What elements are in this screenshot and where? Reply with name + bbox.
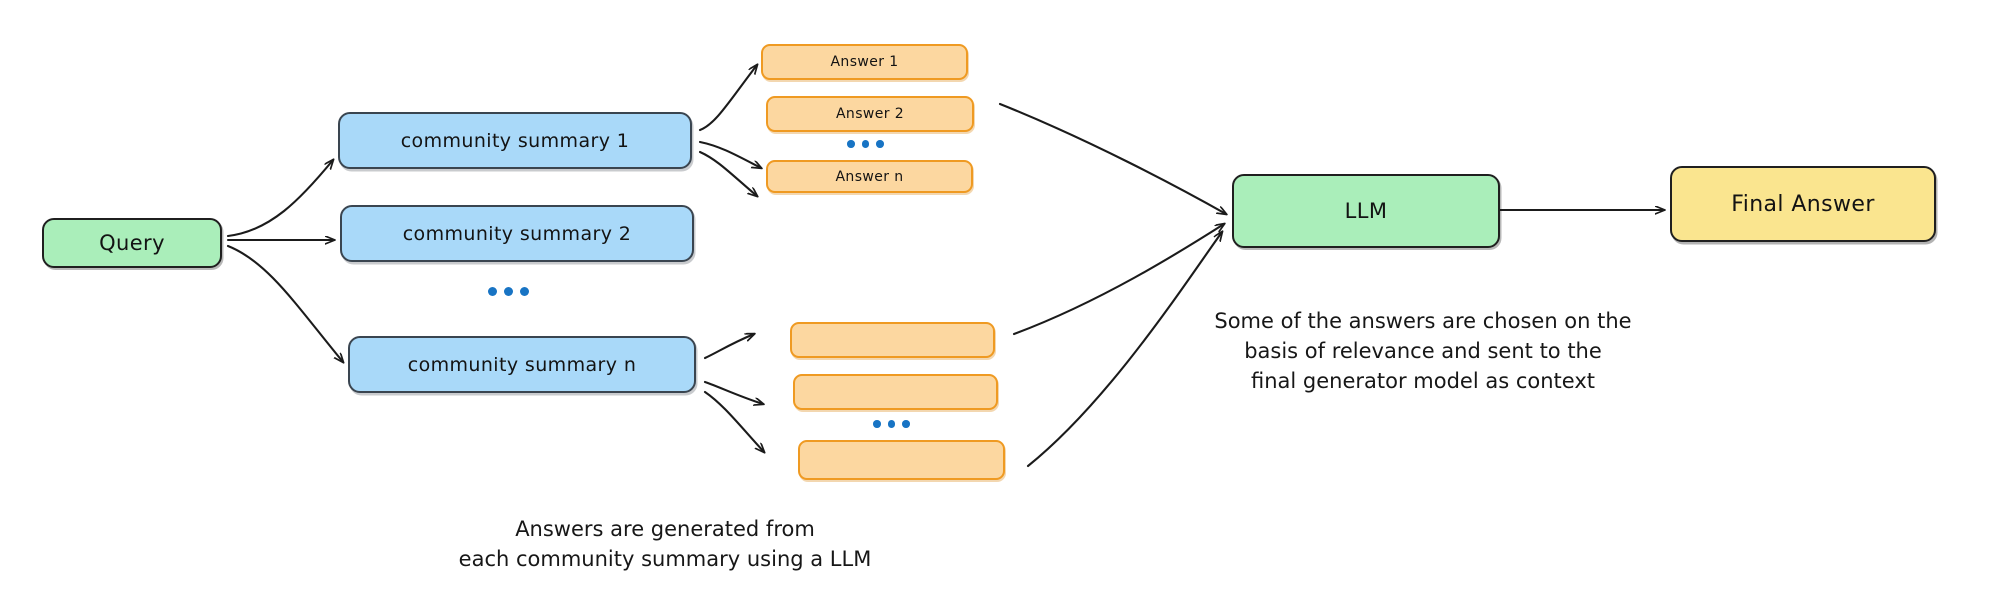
node-community-summary-1-label: community summary 1 [400,129,630,152]
node-answer-n[interactable]: Answer n [766,160,973,193]
edge-summaryn-to-answer-c [703,390,764,452]
edge-summaryn-to-answer-b [703,380,763,404]
edge-answers-top-to-llm [998,102,1226,214]
edge-query-to-summary-1 [226,160,333,238]
node-answer-1-label: Answer 1 [830,54,899,70]
edge-query-to-summary-n [226,244,343,362]
answers-bottom-ellipsis [873,420,910,428]
node-community-summary-n[interactable]: community summary n [348,336,696,393]
node-final-answer-label: Final Answer [1731,191,1875,217]
edge-summary1-to-answer-1 [698,65,757,132]
node-answer-1[interactable]: Answer 1 [761,44,968,80]
node-community-summary-1[interactable]: community summary 1 [338,112,692,169]
caption-selection-note: Some of the answers are chosen on the ba… [1214,309,1632,393]
node-answer-2[interactable]: Answer 2 [766,96,974,132]
node-community-summary-n-label: community summary n [407,353,637,376]
edge-summary1-to-answer-2 [698,140,761,168]
node-final-answer[interactable]: Final Answer [1670,166,1936,242]
edge-summary1-to-answer-n [698,150,757,196]
answers-top-ellipsis [847,140,884,148]
node-query-label: Query [99,231,165,255]
node-llm-label: LLM [1344,199,1388,223]
node-llm[interactable]: LLM [1232,174,1500,248]
node-answer-bottom-3[interactable] [798,440,1005,480]
node-answer-bottom-1[interactable] [790,322,995,358]
node-answer-n-label: Answer n [835,168,904,185]
node-community-summary-2[interactable]: community summary 2 [340,205,694,262]
node-community-summary-2-label: community summary 2 [402,222,632,245]
node-answer-2-label: Answer 2 [835,106,905,122]
caption-generation-note: Answers are generated from each communit… [458,517,872,571]
node-answer-bottom-2[interactable] [793,374,998,410]
edge-summaryn-to-answer-a [703,334,754,360]
summaries-ellipsis [488,287,529,296]
node-query[interactable]: Query [42,218,222,268]
